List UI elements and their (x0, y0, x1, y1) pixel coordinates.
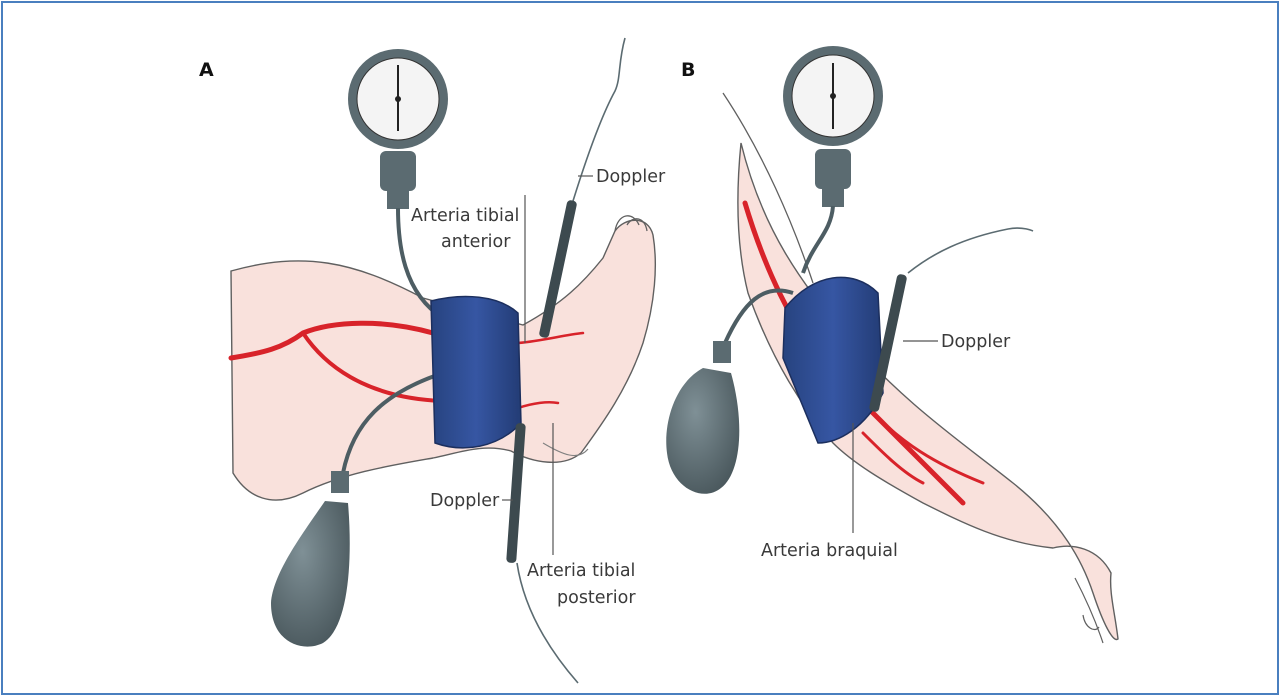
label-posterior-line2: posterior (557, 588, 636, 608)
label-doppler-a-bottom: Doppler (430, 491, 500, 511)
label-anterior-line1: Arteria tibial (411, 206, 519, 226)
label-doppler-b: Doppler (941, 332, 1011, 352)
label-brachial: Arteria braquial (761, 541, 898, 561)
doppler-wire-a-bottom (517, 563, 578, 683)
label-anterior-line2: anterior (441, 232, 511, 252)
panel-a: A Doppler Arteria tibial anterior Dopple… (199, 38, 666, 683)
gauge-b (783, 46, 883, 207)
panel-letter-b: B (681, 59, 695, 81)
bulb-b (666, 341, 739, 494)
label-posterior-line1: Arteria tibial (527, 561, 635, 581)
tube-b-upper (803, 206, 833, 273)
doppler-wire-b (908, 228, 1033, 273)
cuff-a (431, 297, 521, 448)
panel-b: B Doppler Arteria braquial (666, 46, 1118, 643)
panel-letter-a: A (199, 59, 214, 81)
label-doppler-a-top: Doppler (596, 167, 666, 187)
gauge-a (348, 49, 448, 209)
diagram-canvas: A Doppler Arteria tibial anterior Dopple… (3, 3, 1279, 695)
